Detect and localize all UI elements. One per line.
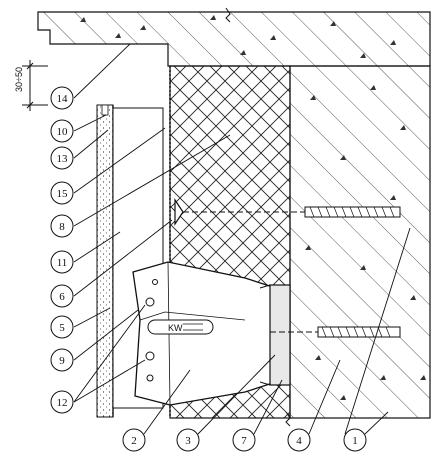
bracket-anchor <box>270 326 401 338</box>
callout-label: 10 <box>57 126 69 138</box>
callout-label: 1 <box>352 435 358 447</box>
callout-label: 4 <box>296 435 302 447</box>
callout-label: 15 <box>57 188 69 200</box>
callout-label: 14 <box>57 93 69 105</box>
support-bracket: KW <box>132 261 291 406</box>
insulation-dowel <box>174 198 401 226</box>
callout-1: 1 <box>343 428 367 452</box>
callout-4: 4 <box>287 428 311 452</box>
callout-9: 9 <box>50 348 74 372</box>
callout-13: 13 <box>50 146 74 170</box>
callout-label: 6 <box>59 291 65 303</box>
concrete-slab <box>37 7 431 67</box>
callout-label: 7 <box>241 435 247 447</box>
callout-label: 9 <box>59 355 65 367</box>
callout-2: 2 <box>122 428 146 452</box>
concrete-wall <box>285 65 431 427</box>
leader-lines <box>73 43 411 435</box>
callout-8: 8 <box>50 214 74 238</box>
callout-label: 8 <box>59 221 65 233</box>
dimension-marker: 30÷50 <box>14 60 48 111</box>
cladding-panel <box>96 104 114 418</box>
callout-11: 11 <box>50 250 74 274</box>
callout-6: 6 <box>50 284 74 308</box>
callout-15: 15 <box>50 181 74 205</box>
callout-5: 5 <box>50 315 74 339</box>
callout-7: 7 <box>232 428 256 452</box>
callout-3: 3 <box>176 428 200 452</box>
callout-label: 5 <box>59 322 65 334</box>
callout-14: 14 <box>50 86 74 110</box>
callout-10: 10 <box>50 119 74 143</box>
callout-label: 13 <box>57 153 69 165</box>
bracket-stamp: KW <box>168 323 183 333</box>
callout-label: 11 <box>57 257 68 269</box>
callout-label: 3 <box>185 435 191 447</box>
callout-12: 12 <box>50 390 74 414</box>
dimension-label: 30÷50 <box>14 67 24 92</box>
callout-label: 12 <box>57 397 68 409</box>
callout-label: 2 <box>131 435 137 447</box>
